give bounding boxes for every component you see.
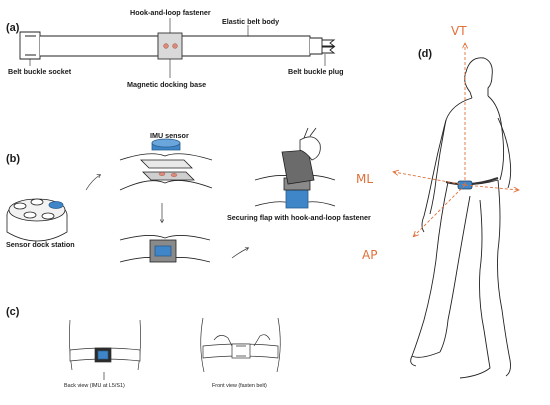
arrow-dock-to-sensor <box>85 175 100 191</box>
imu-sensor-label: IMU sensor <box>150 131 189 140</box>
dock-station-drawing <box>6 198 68 242</box>
body-axes <box>394 44 518 236</box>
ap-axis-line <box>414 184 466 236</box>
elastic-body-label: Elastic belt body <box>222 17 280 26</box>
back-view-drawing <box>68 319 142 380</box>
buckle-plug-label: Belt buckle plug <box>288 67 344 76</box>
arrow-to-flap <box>231 248 248 259</box>
belt-diagram <box>19 18 336 78</box>
hook-loop-label: Hook-and-loop fastener <box>130 8 211 17</box>
panel-label-b: (b) <box>6 153 21 165</box>
buckle-socket-label: Belt buckle socket <box>8 67 72 76</box>
front-view-drawing <box>200 317 281 373</box>
panel-label-d: (d) <box>418 48 433 60</box>
ml-axis-label: ML <box>356 172 374 186</box>
front-view-label: Front view (fasten belt) <box>212 383 267 389</box>
exploded-sensor-drawing <box>119 138 213 191</box>
magnetic-base-label: Magnetic docking base <box>127 80 207 89</box>
ap-axis-label: AP <box>362 248 378 262</box>
panel-label-a: (a) <box>6 22 20 34</box>
walking-figure-drawing <box>410 57 512 379</box>
securing-flap-drawing <box>254 127 336 209</box>
ml-axis-line-right <box>464 184 518 190</box>
panel-label-c: (c) <box>6 306 20 318</box>
mounted-sensor-drawing <box>119 235 211 263</box>
securing-flap-label: Securing flap with hook-and-loop fastene… <box>227 213 371 222</box>
dock-station-label: Sensor dock station <box>6 240 75 249</box>
ml-axis-line <box>394 172 466 186</box>
vt-axis-label: VT <box>451 24 467 38</box>
back-view-label: Back view (IMU at L5/S1) <box>64 383 125 389</box>
